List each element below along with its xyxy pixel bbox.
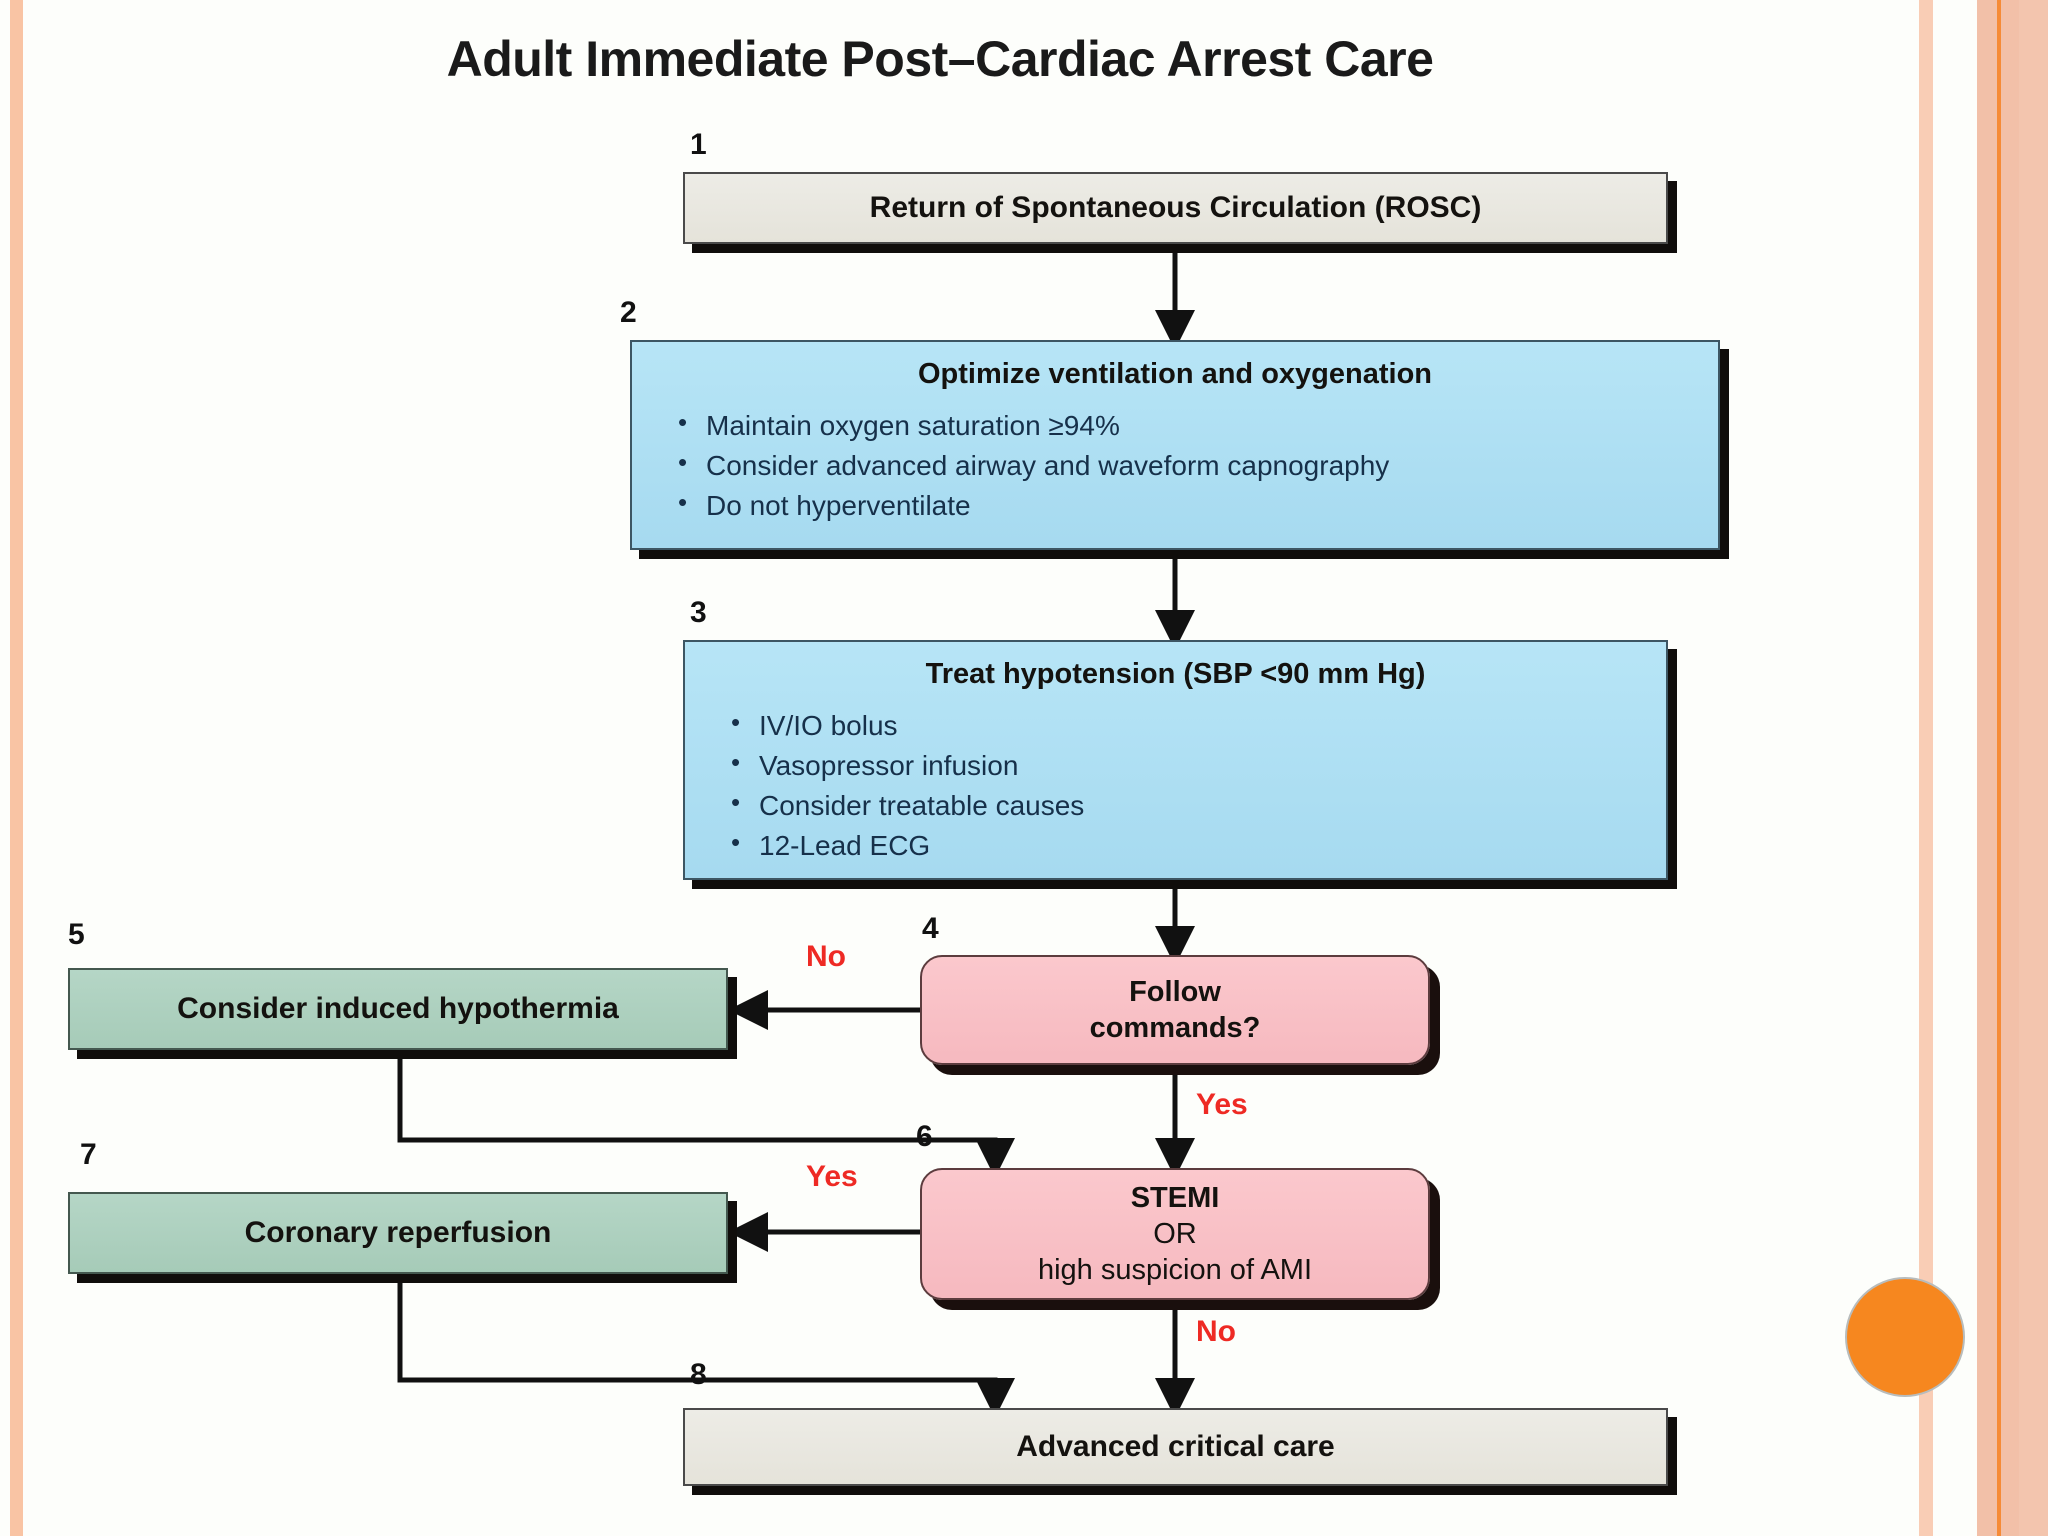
orange-circle-decoration [1845,1277,1965,1397]
step-number-3: 3 [690,596,707,629]
node-optimize-ventilation: Optimize ventilation and oxygenation Mai… [630,340,1720,550]
step-number-2: 2 [620,296,637,329]
node-treat-hypotension-heading: Treat hypotension (SBP <90 mm Hg) [925,658,1426,690]
node-stemi-line2: OR [1153,1217,1197,1250]
step-number-4: 4 [922,912,939,945]
step-number-5: 5 [68,918,85,951]
node-rosc: Return of Spontaneous Circulation (ROSC) [683,172,1668,244]
node-optimize-ventilation-bullets: Maintain oxygen saturation ≥94% Consider… [632,404,1718,526]
node-stemi-line1: STEMI [1130,1181,1220,1214]
branch-label-yes-stemi: Yes [806,1160,858,1193]
node-optimize-ventilation-heading: Optimize ventilation and oxygenation [918,358,1432,390]
node-induced-hypothermia-label: Consider induced hypothermia [177,992,619,1025]
step-number-6: 6 [916,1120,933,1153]
node-advanced-critical-care-label: Advanced critical care [1016,1430,1335,1463]
node-coronary-reperfusion-label: Coronary reperfusion [244,1216,552,1249]
right-edge-accent-stripe [1997,0,2001,1536]
node-follow-commands-line2: commands? [1089,1012,1261,1044]
node-induced-hypothermia: Consider induced hypothermia [68,968,728,1050]
branch-label-no-follow-commands: No [806,940,846,973]
list-item: Do not hyperventilate [676,484,1718,526]
node-follow-commands-decision: Follow commands? [920,955,1430,1065]
list-item: Maintain oxygen saturation ≥94% [676,404,1718,446]
right-edge-bar-3 [2001,0,2019,1536]
list-item: Consider advanced airway and waveform ca… [676,444,1718,486]
node-coronary-reperfusion: Coronary reperfusion [68,1192,728,1274]
node-treat-hypotension: Treat hypotension (SBP <90 mm Hg) IV/IO … [683,640,1668,880]
node-advanced-critical-care: Advanced critical care [683,1408,1668,1486]
step-number-1: 1 [690,128,707,161]
page-title: Adult Immediate Post–Cardiac Arrest Care [446,31,1434,87]
node-rosc-label: Return of Spontaneous Circulation (ROSC) [869,191,1482,224]
node-treat-hypotension-bullets: IV/IO bolus Vasopressor infusion Conside… [685,704,1666,866]
branch-label-no-stemi: No [1196,1315,1236,1348]
left-edge-bar [10,0,23,1536]
right-edge-bar-1 [1919,0,1933,1536]
node-stemi-line3: high suspicion of AMI [1037,1254,1313,1287]
list-item: Consider treatable causes [729,784,1666,826]
list-item: IV/IO bolus [729,704,1666,746]
list-item: 12-Lead ECG [729,824,1666,866]
node-stemi-decision: STEMI OR high suspicion of AMI [920,1168,1430,1300]
branch-label-yes-follow-commands: Yes [1196,1088,1248,1121]
list-item: Vasopressor infusion [729,744,1666,786]
right-edge-bar-2 [1977,0,1997,1536]
step-number-7: 7 [80,1138,97,1171]
node-follow-commands-line1: Follow [1129,975,1221,1008]
right-edge-bar-4 [2019,0,2048,1536]
step-number-8: 8 [690,1358,707,1391]
